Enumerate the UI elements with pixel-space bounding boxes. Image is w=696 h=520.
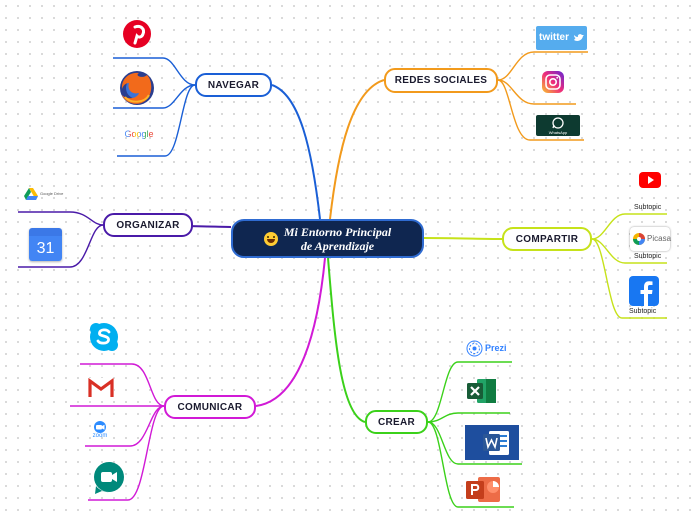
whatsapp-logo-text: WhatsApp — [548, 130, 568, 135]
subtopic-picasa-caption: Subtopic — [634, 253, 662, 260]
calendar-number: 31 — [29, 236, 62, 261]
topic-navegar[interactable]: NAVEGAR — [195, 73, 272, 97]
excel-icon[interactable] — [467, 378, 497, 404]
topic-redes-sociales[interactable]: REDES SOCIALES — [384, 68, 498, 93]
subtopic-facebook-caption: Subtopic — [629, 308, 657, 315]
skype-icon[interactable] — [88, 321, 120, 353]
youtube-icon[interactable] — [639, 172, 661, 188]
google-drive-text: Google Drive — [40, 191, 64, 196]
facebook-icon[interactable] — [629, 276, 659, 306]
whatsapp-icon[interactable]: WhatsApp — [536, 115, 580, 136]
google-icon[interactable]: Google — [121, 124, 157, 144]
topic-comunicar[interactable]: COMUNICAR — [164, 395, 256, 419]
gmail-icon[interactable] — [88, 377, 114, 398]
subtopic-youtube-caption: Subtopic — [634, 204, 662, 211]
central-topic-title: Mi Entorno Principal de Aprendizaje — [284, 225, 391, 253]
word-icon[interactable] — [465, 425, 519, 460]
central-title-line1: Mi Entorno Principal — [283, 224, 392, 239]
zoom-logo-text: zoom — [92, 433, 108, 439]
twitter-logo-text: twitter — [539, 32, 569, 43]
central-topic[interactable]: Mi Entorno Principal de Aprendizaje — [231, 219, 424, 258]
topic-compartir[interactable]: COMPARTIR — [502, 227, 592, 251]
prezi-icon[interactable]: Prezi — [466, 340, 508, 358]
google-meet-icon[interactable] — [92, 460, 126, 496]
google-drive-icon[interactable]: Google Drive — [23, 186, 65, 202]
grinning-face-icon — [263, 231, 278, 246]
twitter-icon[interactable]: twitter — [536, 26, 587, 50]
picasa-icon[interactable]: Picasa — [630, 227, 672, 251]
picasa-logo-text: Picasa — [647, 234, 672, 243]
topic-organizar[interactable]: ORGANIZAR — [103, 213, 193, 237]
central-title-line2: de Aprendizaje — [300, 238, 375, 253]
pinterest-icon[interactable] — [122, 19, 152, 49]
zoom-icon[interactable]: zoom — [90, 420, 110, 442]
firefox-icon[interactable] — [117, 67, 157, 107]
instagram-icon[interactable] — [542, 71, 564, 93]
google-logo-text: Google — [124, 129, 154, 139]
powerpoint-icon[interactable] — [466, 476, 506, 503]
topic-crear[interactable]: CREAR — [365, 410, 428, 434]
google-calendar-icon[interactable]: 31 — [29, 228, 62, 261]
prezi-logo-text: Prezi — [485, 343, 507, 353]
